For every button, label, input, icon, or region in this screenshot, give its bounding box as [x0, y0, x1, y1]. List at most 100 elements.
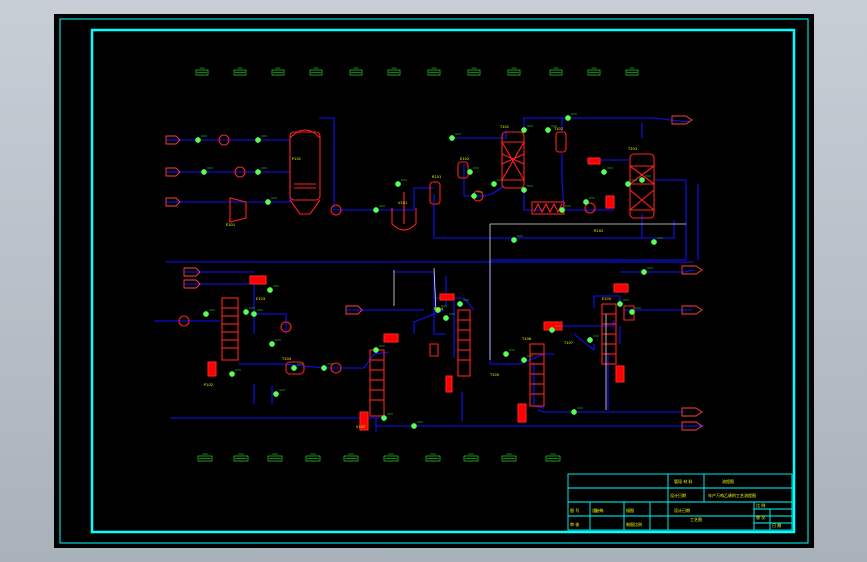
- instrument-bubble: [511, 235, 523, 243]
- pipe: [413, 309, 445, 334]
- cad-drawing-canvas: 管段 材 料流程图设计日期年产万吨乙烯的工艺流程图图 号张 共审 核制图比例设计…: [54, 14, 814, 548]
- reboiler-e105: [207, 361, 217, 377]
- drum-v103: [457, 161, 469, 179]
- pipe: [620, 269, 695, 273]
- title-block-cell: 版 次: [756, 514, 765, 520]
- column-t106: [457, 309, 471, 377]
- instrument-bubble: [521, 125, 533, 133]
- pump-p105: [584, 202, 596, 214]
- instrument-bubble: [641, 267, 653, 275]
- instrument-bubble: [491, 179, 503, 187]
- instrument-bubble: [559, 205, 571, 213]
- instrument-bubble: [395, 179, 407, 187]
- terminal-arrow: [681, 421, 703, 431]
- condenser-e108: [439, 293, 455, 301]
- pump-p106: [178, 315, 190, 327]
- instrument-bubble: [255, 167, 267, 175]
- title-block-cell: 日 期: [772, 522, 781, 528]
- instrument-bubble: [583, 197, 595, 205]
- column-t106-trays: [458, 319, 470, 361]
- stream-label: [501, 453, 517, 462]
- column-t102: [555, 131, 567, 153]
- equipment-tag: E101: [226, 223, 235, 227]
- terminal-arrow: [681, 407, 703, 417]
- pipe: [413, 187, 434, 210]
- column-t103: [629, 153, 655, 219]
- instrument-bubble: [565, 113, 577, 121]
- top-stream-labels: [195, 67, 639, 76]
- column-t108-trays: [602, 313, 616, 355]
- instrument-bubble: [639, 175, 651, 183]
- column-t101-packing: [501, 141, 525, 181]
- equipment-tag: T103: [627, 147, 637, 151]
- instrument-bubble: [255, 135, 267, 143]
- pipe: [593, 295, 621, 308]
- stream-label: [425, 453, 441, 462]
- terminal-arrow: [681, 305, 703, 315]
- stream-terminals: [165, 115, 703, 431]
- stream-label: [427, 67, 441, 76]
- equipment-tag: T104: [281, 357, 292, 361]
- terminal-arrow: [165, 135, 181, 145]
- title-block-cell: 张 共: [594, 507, 603, 513]
- vessel-v101-bottom: [289, 199, 321, 215]
- column-t101: [501, 131, 525, 189]
- instrument-bubble: [457, 299, 469, 307]
- instrument-bubble: [587, 335, 599, 343]
- column-t104-trays: [222, 307, 238, 349]
- pump-p108: [330, 362, 342, 374]
- instrument-bubble: [571, 407, 583, 415]
- instrument-bubble: [467, 167, 479, 175]
- reactor-r101: [391, 208, 417, 231]
- vessel-v101-top: [289, 129, 321, 139]
- instrument-bubble: [521, 185, 533, 193]
- stream-label: [463, 453, 479, 462]
- stream-label: [305, 453, 321, 462]
- column-t104: [221, 297, 239, 361]
- terminal-arrow: [671, 115, 693, 125]
- vessel-v101: [289, 131, 321, 201]
- pipe: [463, 164, 505, 197]
- equipment-tag: T102: [553, 127, 563, 131]
- pipe: [533, 362, 545, 409]
- auxiliary-lines: [393, 223, 686, 410]
- equipment-tag: T101: [499, 125, 509, 129]
- stream-label: [233, 453, 249, 462]
- reboiler-e106: [359, 411, 369, 431]
- terminal-arrow: [681, 265, 703, 275]
- terminal-arrow: [165, 167, 181, 177]
- instrument-bubble: [201, 167, 213, 175]
- stream-label: [545, 453, 561, 462]
- pipe: [433, 194, 675, 239]
- stream-label: [383, 453, 399, 462]
- instrument-bubble: [545, 125, 557, 133]
- reboiler-e113: [615, 365, 625, 383]
- terminal-arrow: [165, 197, 181, 207]
- instrument-bubble: [373, 345, 385, 353]
- instrument-bubble: [267, 285, 279, 293]
- instrument-bubble: [229, 369, 241, 377]
- pump-p107: [280, 321, 292, 333]
- equipment-tag: E105: [602, 297, 611, 301]
- title-block: [567, 473, 793, 531]
- title-block-cell: 工艺图: [690, 516, 702, 522]
- title-block-cell: 审 核: [570, 521, 579, 527]
- title-block-cell: 描图: [626, 507, 634, 513]
- pump-p102: [234, 166, 246, 178]
- process-equipment: [178, 129, 655, 431]
- title-block-cell: 设计日期: [674, 507, 690, 513]
- stream-label: [549, 67, 563, 76]
- stream-label: [587, 67, 601, 76]
- stream-label: [195, 67, 209, 76]
- stream-label: [387, 67, 401, 76]
- drum-v106: [429, 343, 439, 357]
- instrument-bubble: [449, 133, 461, 141]
- instrument-bubble: [251, 309, 263, 317]
- instrument-bubble: [373, 205, 385, 213]
- instrument-bubble: [265, 197, 277, 205]
- equipment-tag: T105: [489, 373, 499, 377]
- instrument-bubble: [521, 355, 533, 363]
- equipment-tag: E103: [256, 297, 265, 301]
- condenser-e112: [613, 283, 629, 293]
